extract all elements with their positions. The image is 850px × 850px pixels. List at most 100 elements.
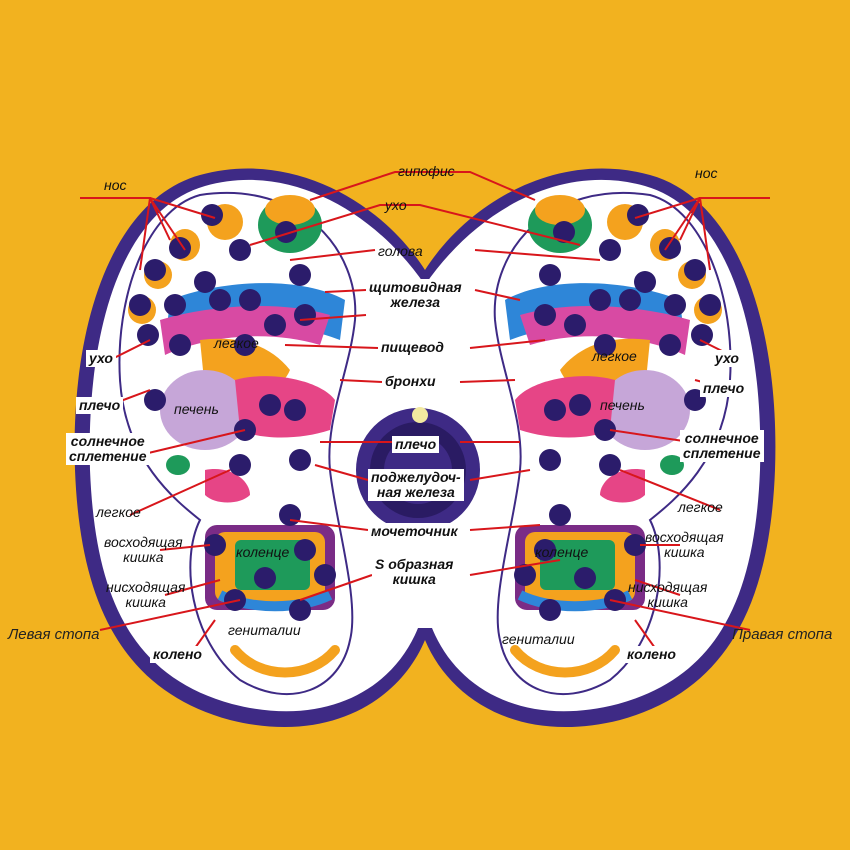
bead [599,239,621,261]
label-solnech-right-line1: солнечное [684,430,759,446]
bead [204,534,226,556]
label-ukho-top: ухо [385,197,407,213]
leader-line [149,197,216,219]
bead [539,599,561,621]
label-gipofis: гипофис [398,163,455,179]
label-golova: голова [378,243,423,259]
label-genitalii-right: гениталии [502,631,575,647]
label-legkoe-left-out: легкое [96,504,141,520]
label-koleno-right: колено [624,646,679,663]
bead [254,567,276,589]
leader-line [459,379,516,383]
bead [699,294,721,316]
bead [289,449,311,471]
bead [169,237,191,259]
leader-line [679,197,701,241]
bead [594,334,616,356]
bead [201,204,223,226]
label-niskh-right-line2: кишка [647,594,688,610]
label-niskh-right: нисходящая кишка [628,580,707,610]
label-plecho-right: плечо [700,380,748,397]
label-solnech-left: солнечное сплетение [66,433,150,465]
leader-line [109,339,151,361]
bead [627,204,649,226]
caption-right-foot: Правая стопа [732,626,833,643]
leader-line [289,249,376,261]
label-legkoe-right-in: легкое [592,348,637,364]
label-ukho-right: ухо [712,350,742,367]
bead [539,264,561,286]
label-podzhel: поджелудоч- ная железа [368,469,464,501]
bead [137,324,159,346]
bead [534,539,556,561]
label-niskh-left-line1: нисходящая [106,579,186,595]
leader-line [99,599,241,631]
bead [144,259,166,281]
leader-line [609,599,751,631]
label-nos-left: нос [104,177,127,193]
label-voskh-right-line2: кишка [664,544,705,560]
label-plecho-left: плечо [76,397,124,414]
bead [539,449,561,471]
leader-line [469,469,531,481]
bead [564,314,586,336]
bead [129,294,151,316]
label-solnech-left-line2: сплетение [69,448,147,464]
leader-line [474,249,601,261]
label-pishchevod: пищевод [378,339,447,356]
leader-line [149,197,171,241]
leader-line [619,469,721,511]
label-kolence-left: коленце [236,544,290,560]
bead [634,271,656,293]
bead [589,289,611,311]
bead [514,564,536,586]
label-legkoe-right-out: легкое [678,499,723,515]
bead [259,394,281,416]
bead [294,539,316,561]
leader-line [469,339,546,349]
bead [234,334,256,356]
bead [289,599,311,621]
leader-line [299,314,367,321]
caption-left-foot: Левая стопа [8,626,100,643]
bead [224,589,246,611]
bead [229,454,251,476]
leader-line [149,197,186,251]
label-pechen-left: печень [174,401,219,417]
label-niskh-left: нисходящая кишка [106,580,185,610]
bead [599,454,621,476]
bead [169,334,191,356]
label-plecho-center: плечо [392,436,440,453]
bead [164,294,186,316]
leader-line [324,289,367,293]
leader-line [309,171,536,201]
label-s-kishka-line1: S образная [375,556,454,572]
label-shchitovidnaya-line1: щитовидная [369,279,462,295]
bead [209,289,231,311]
leader-line [664,197,701,251]
label-shchitovidnaya-line2: железа [390,294,441,310]
bead [294,304,316,326]
bead [264,314,286,336]
label-genitalii-left: гениталии [228,622,301,638]
massage-beads [129,204,721,621]
leader-line [634,197,701,219]
leader-line [474,289,521,301]
label-s-kishka: S образная кишка [372,556,457,588]
leader-line [634,579,681,596]
bead [684,259,706,281]
label-bronkhi: бронхи [382,373,439,390]
label-niskh-right-line1: нисходящая [628,579,708,595]
bead [314,564,336,586]
leader-line [159,544,211,551]
bead [284,399,306,421]
bead [664,294,686,316]
bead [574,567,596,589]
bead [279,504,301,526]
label-pechen-right: печень [600,397,645,413]
label-ukho-left: ухо [86,350,116,367]
leader-line [164,579,221,596]
label-nos-right: нос [695,165,718,181]
